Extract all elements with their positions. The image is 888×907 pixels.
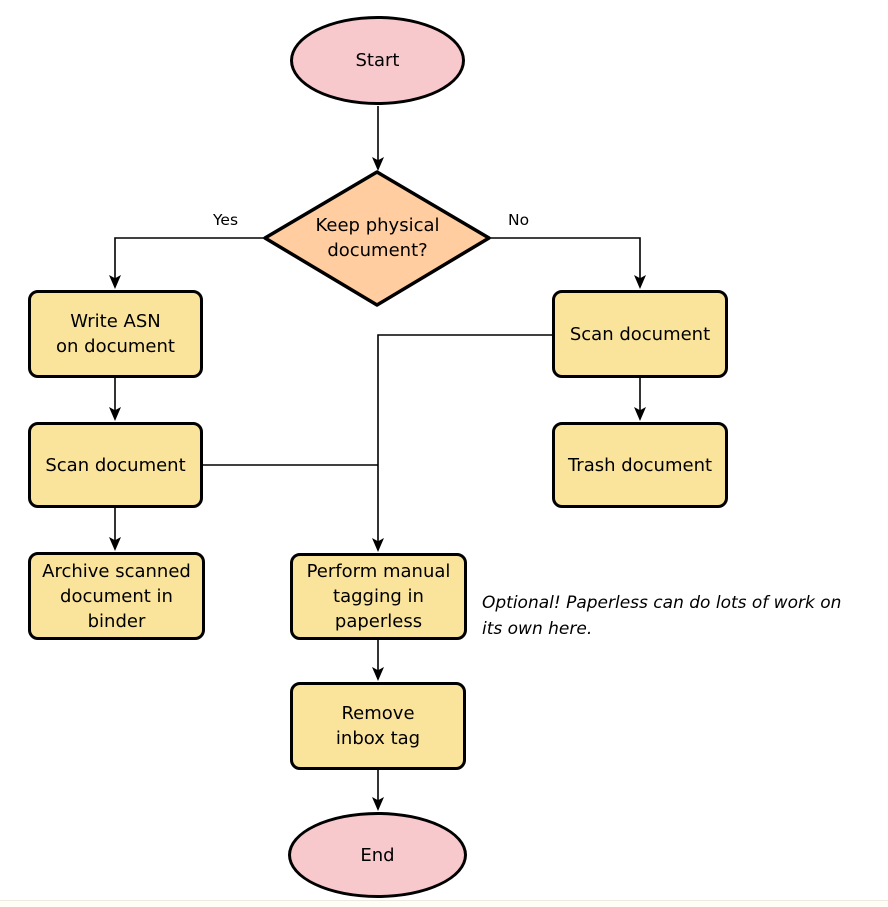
edge-scan-right-to-tagging xyxy=(372,334,552,552)
node-scan-document-right: Scan document xyxy=(552,290,728,378)
annotation-note: Optional! Paperless can do lots of work … xyxy=(482,593,842,639)
decision-diamond-shape xyxy=(263,170,491,307)
node-start: Start xyxy=(290,16,465,105)
node-start-label: Start xyxy=(355,50,400,71)
node-remove-inbox-tag: Remove inbox tag xyxy=(290,682,466,770)
node-manual-tagging: Perform manual tagging in paperless xyxy=(290,553,467,640)
edge-decision-no-to-scan-right xyxy=(488,237,646,289)
node-write-asn-label: Write ASN on document xyxy=(56,311,175,357)
node-end: End xyxy=(288,812,467,898)
node-decision-label: Keep physical document? xyxy=(315,215,440,261)
node-scan-document-left: Scan document xyxy=(28,422,203,508)
bottom-edge-strip xyxy=(0,900,888,907)
edge-label-yes: Yes xyxy=(213,211,239,229)
node-scan-document-right-label: Scan document xyxy=(569,323,711,345)
node-archive-scanned-label: Archive scanned document in binder xyxy=(42,560,191,632)
node-trash-document-label: Trash document xyxy=(567,454,713,476)
node-write-asn: Write ASN on document xyxy=(28,290,203,378)
edge-decision-yes-to-write-asn xyxy=(109,237,266,289)
node-scan-document-left-label: Scan document xyxy=(45,454,186,476)
edge-label-no: No xyxy=(508,211,530,229)
node-archive-scanned: Archive scanned document in binder xyxy=(28,552,205,640)
node-manual-tagging-label: Perform manual tagging in paperless xyxy=(306,561,451,632)
node-remove-inbox-tag-label: Remove inbox tag xyxy=(335,703,421,749)
node-trash-document: Trash document xyxy=(552,422,728,508)
node-end-label: End xyxy=(360,844,395,866)
